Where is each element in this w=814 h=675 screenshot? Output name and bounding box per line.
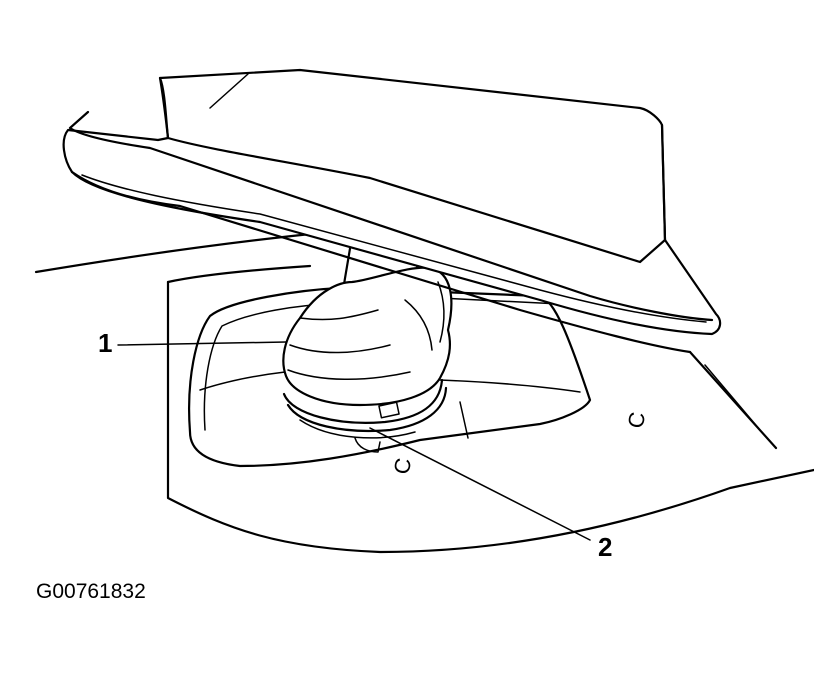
callout-label-1: 1: [98, 328, 112, 358]
surface-mark-c-center: C: [389, 456, 416, 476]
surface-mark-c-right: C: [623, 410, 650, 430]
callout-label-2: 2: [598, 532, 612, 562]
boot-clamp: [282, 378, 448, 453]
figure-id: G00761832: [36, 580, 146, 603]
console-plate: [34, 230, 814, 554]
shift-boot: [282, 266, 453, 407]
shifter-opening: [188, 286, 592, 468]
shifter-housing: [62, 68, 722, 354]
callout-leaders: [117, 341, 591, 541]
